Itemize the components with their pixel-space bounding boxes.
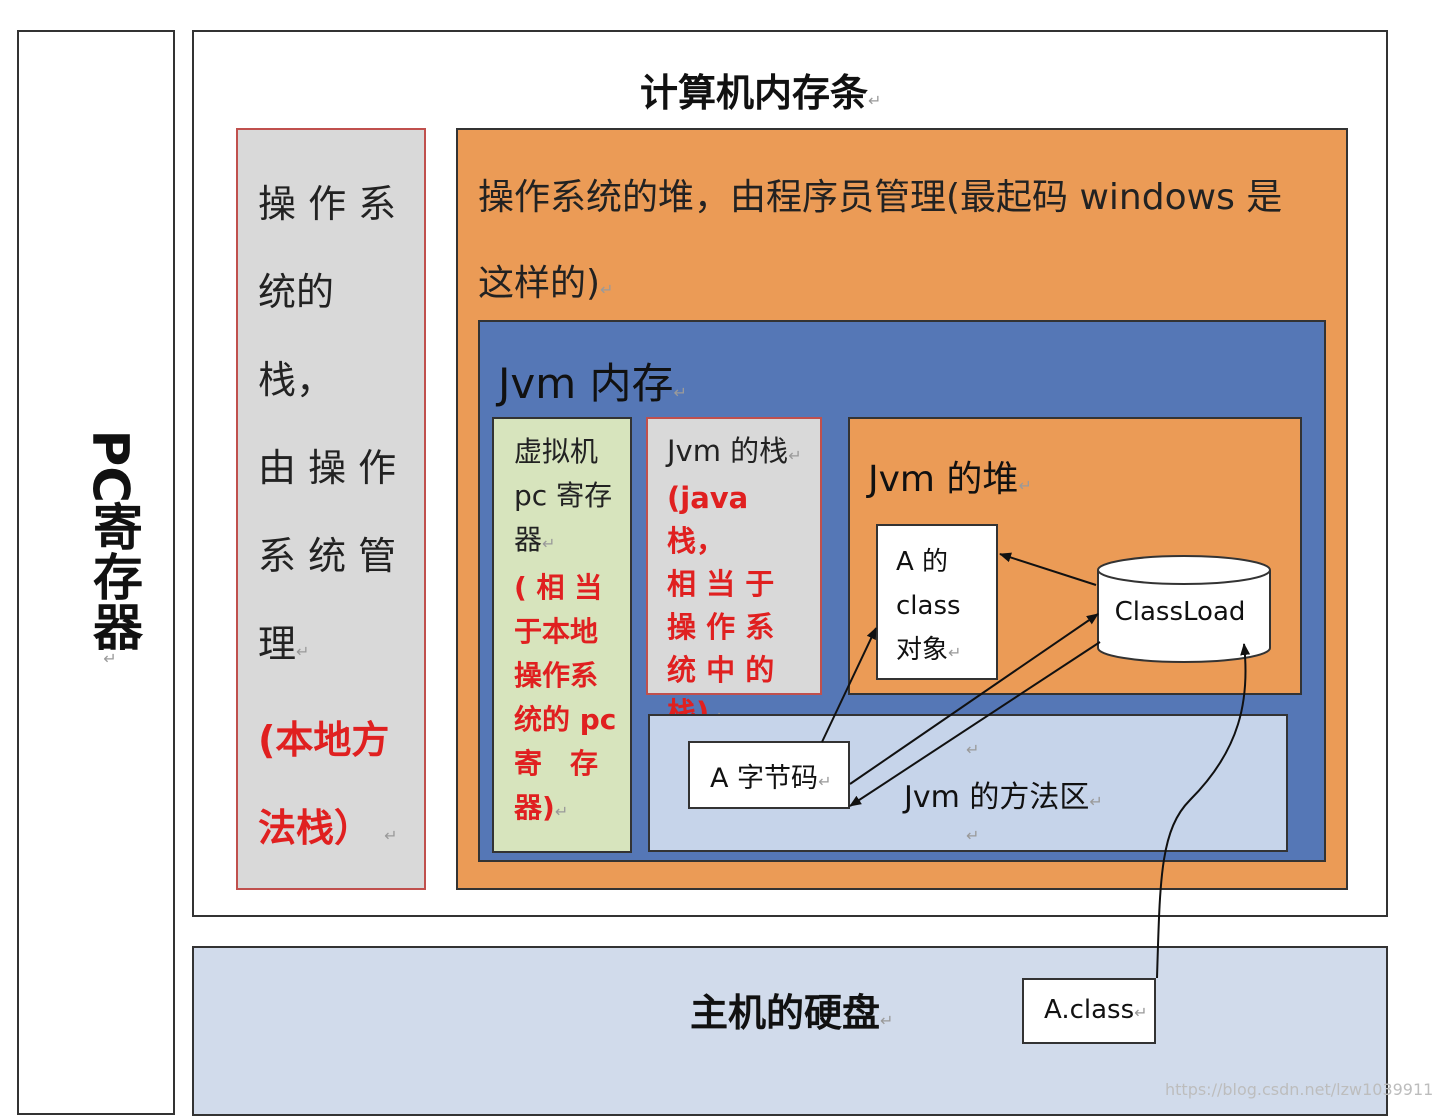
memory-title-mark: ↵	[868, 91, 882, 110]
pc-counter-line: pc 寄存	[514, 479, 613, 512]
arrow-bytecode-to-object	[821, 627, 877, 743]
pc-counter-red-line: 统的 pc	[514, 703, 617, 736]
pc-counter-box	[492, 417, 632, 853]
bytecode-label: A 字节码↵	[710, 756, 831, 795]
aclass-label: A.class↵	[1044, 995, 1148, 1025]
method-area-label: Jvm 的方法区↵	[904, 772, 1103, 816]
os-heap-text: 操作系统的堆，由程序员管理(最起码 windows 是 这样的)↵	[478, 155, 1338, 333]
jvm-stack-red-line: 相 当 于	[667, 567, 775, 601]
jvm-memory-mark: ↵	[673, 383, 687, 402]
aclass-label-text: A.class	[1044, 995, 1135, 1025]
pc-counter-mark: ↵	[542, 534, 556, 553]
pc-counter-line: 器	[514, 523, 543, 556]
os-heap-line-1: 操作系统的堆，由程序员管理(最起码 windows 是	[478, 177, 1283, 218]
os-stack-line: 系 统 管	[258, 534, 397, 578]
jvm-stack-title: Jvm 的栈	[667, 434, 789, 468]
bytecode-mark: ↵	[818, 772, 832, 791]
jvm-stack-box	[646, 417, 822, 695]
disk-label-text: 主机的硬盘	[690, 991, 881, 1035]
jvm-heap-mark: ↵	[1018, 476, 1032, 495]
arrow-bytecode-to-classload	[849, 613, 1099, 785]
method-area-label-text: Jvm 的方法区	[904, 780, 1090, 815]
disk-label: 主机的硬盘↵	[690, 982, 893, 1037]
pc-counter-red-line: 于本地	[514, 615, 599, 648]
os-stack-line: 理	[258, 622, 297, 666]
arrow-classload-to-object	[999, 552, 1097, 586]
jvm-stack-red-line: 操 作 系	[667, 610, 775, 644]
pc-counter-red-line: 寄 存	[514, 747, 599, 780]
jvm-stack-red-line: 统 中 的	[667, 653, 775, 687]
pc-register-label: PC 寄存器 ↵	[70, 430, 150, 668]
class-object-line: A 的	[896, 547, 949, 577]
class-object-text: A 的 class 对象↵	[896, 540, 991, 675]
os-stack-line: 由 操 作	[258, 446, 397, 490]
class-object-mark: ↵	[948, 643, 962, 662]
jvm-heap-title-text: Jvm 的堆	[868, 459, 1019, 500]
pc-counter-line: 虚拟机	[514, 435, 599, 468]
os-stack-red-line: (本地方	[258, 718, 390, 762]
watermark: https://blog.csdn.net/lzw1039911355	[1165, 1080, 1434, 1099]
pc-counter-red-line: 器)	[514, 791, 555, 824]
pc-counter-text: 虚拟机 pc 寄存 器↵ ( 相 当 于本地 操作系 统的 pc 寄 存 器)↵	[514, 430, 624, 834]
os-stack-red-line: 法栈）	[258, 806, 373, 850]
pc-counter-red-line: 操作系	[514, 659, 599, 692]
arrow-aclass-to-classload	[1156, 643, 1251, 979]
jvm-stack-mark: ↵	[788, 446, 802, 465]
bytecode-label-text: A 字节码	[710, 763, 819, 794]
pc-counter-red-mark: ↵	[554, 802, 569, 821]
disk-mark: ↵	[880, 1011, 894, 1030]
os-stack-line: 统的栈，	[258, 270, 335, 402]
bytecode-box	[688, 741, 850, 809]
pc-register-box	[17, 30, 175, 1115]
pc-counter-red-line: ( 相 当	[514, 571, 603, 604]
classload-label: ClassLoad	[1114, 597, 1246, 627]
jvm-heap-title: Jvm 的堆↵	[868, 450, 1032, 502]
os-stack-box	[236, 128, 426, 890]
jvm-stack-text: Jvm 的栈↵ (java 栈， 相 当 于 操 作 系 统 中 的 栈)↵	[667, 430, 812, 739]
pc-register-mark: ↵	[103, 648, 117, 668]
arrow-classload-to-bytecode	[849, 641, 1101, 807]
aclass-mark: ↵	[1134, 1003, 1148, 1022]
method-area-mark: ↵	[1089, 792, 1103, 811]
jvm-stack-red-line: (java 栈，	[667, 481, 749, 558]
os-stack-line: 操 作 系	[258, 182, 397, 226]
memory-title-text: 计算机内存条	[640, 71, 869, 115]
os-heap-line-2: 这样的)	[478, 263, 601, 304]
class-object-box	[876, 524, 998, 680]
method-area-mark-top: ↵	[966, 740, 980, 759]
classload-cylinder	[1097, 555, 1271, 663]
os-stack-text: 操 作 系 统的栈， 由 操 作 系 统 管 理↵ (本地方 法栈） ↵	[258, 160, 408, 880]
class-object-line: 对象	[896, 635, 949, 665]
jvm-memory-title: Jvm 内存↵	[498, 350, 687, 411]
class-object-line: class	[896, 591, 961, 621]
pc-register-text: 寄存器	[85, 500, 143, 651]
os-stack-red-mark: ↵	[384, 826, 398, 845]
aclass-box	[1022, 978, 1156, 1044]
jvm-memory-title-text: Jvm 内存	[498, 359, 674, 408]
method-area-mark-bottom: ↵	[966, 826, 980, 845]
disk-box	[192, 946, 1388, 1116]
memory-title: 计算机内存条↵	[640, 62, 881, 117]
os-stack-mark: ↵	[296, 642, 310, 661]
os-heap-mark: ↵	[600, 280, 614, 299]
